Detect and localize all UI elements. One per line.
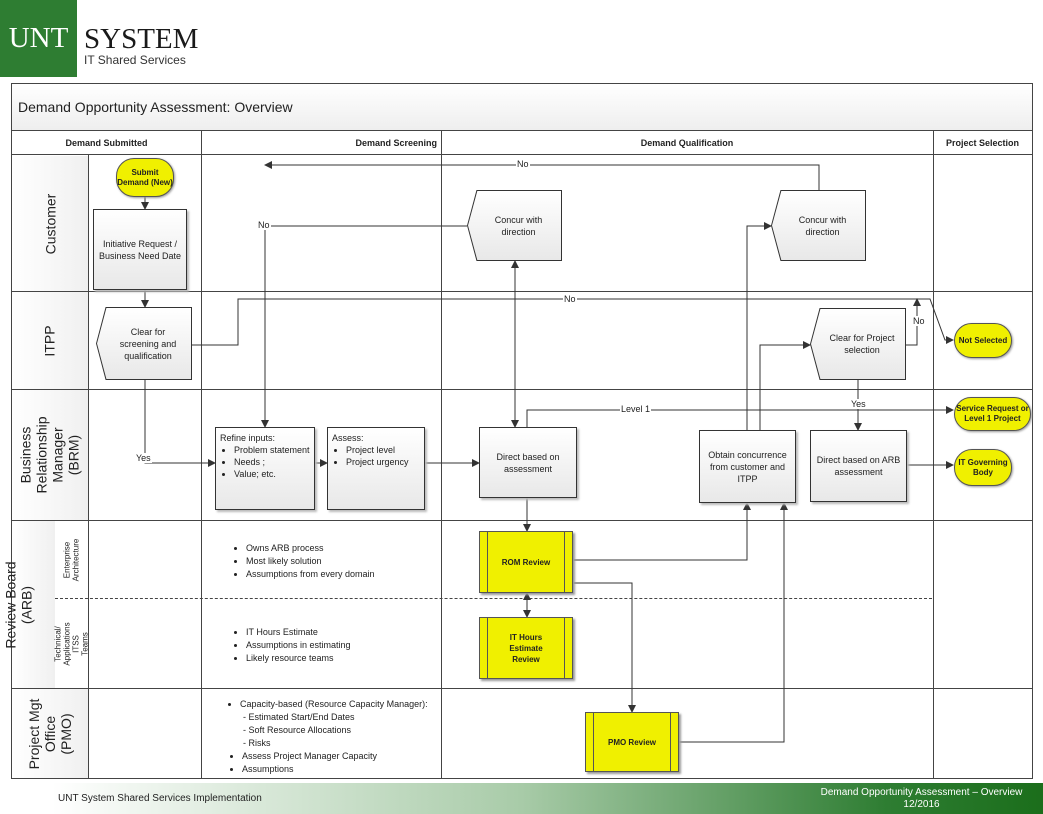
concur-direction-shape-2: Concur with direction [771,190,866,261]
connector [573,502,751,561]
rom-review-text: ROM Review [501,557,551,567]
lane-pmo: Project Mgt Office (PMO) [12,689,88,778]
assess-box: Assess: Project levelProject urgency [327,427,425,510]
divider [12,291,1032,292]
logo-subtitle: IT Shared Services [84,53,186,67]
service-request-terminal: Service Request or Level 1 Project [954,397,1031,431]
connector [261,225,467,428]
note-item: Likely resource teams [246,652,351,665]
direct-arb-box: Direct based on ARB assessment [810,430,907,502]
connector [526,406,954,427]
dashed-divider [55,598,932,599]
label-yes: Yes [850,399,867,409]
label-no: No [912,316,926,326]
divider [12,389,1032,390]
footer-left-text: UNT System Shared Services Implementatio… [58,793,262,804]
note-subitem: - Risks [243,738,271,748]
label-no: No [516,159,530,169]
divider [12,520,1032,521]
connector [144,380,216,467]
pmo-review-text: PMO Review [607,737,656,747]
rom-review-process: ROM Review [479,531,573,593]
refine-item: Needs ; [234,456,310,468]
note-item: Owns ARB process [246,542,375,555]
lane-customer: Customer [12,156,88,291]
it-hours-text: IT Hours Estimate Review [509,632,543,664]
note-item: Assumptions from every domain [246,568,375,581]
label-no: No [257,220,271,230]
logo-mark: UNT [0,0,77,77]
itss-notes: IT Hours EstimateAssumptions in estimati… [232,626,351,665]
phase-demand-screening: Demand Screening [201,131,441,155]
clear-project-text: Clear for Project selection [811,309,905,379]
lane-itpp: ITPP [12,292,88,389]
assess-item: Project urgency [346,456,420,468]
pmo-review-process: PMO Review [585,712,679,772]
note-item: Capacity-based (Resource Capacity Manage… [240,698,428,711]
initiative-request-box: Initiative Request / Business Need Date [93,209,187,290]
diagram-title: Demand Opportunity Assessment: Overview [12,84,1032,131]
note-item: Assumptions in estimating [246,639,351,652]
footer-right: Demand Opportunity Assessment – Overview… [800,787,1043,811]
pmo-notes: Capacity-based (Resource Capacity Manage… [226,698,428,776]
divider [441,131,442,778]
lane-arb: Architecture Review Board (ARB) [0,521,55,688]
divider [88,155,89,778]
direct-assessment-box: Direct based on assessment [479,427,577,498]
refine-title: Refine inputs: [220,433,276,443]
connector [573,582,636,713]
label-yes: Yes [135,453,152,463]
phase-project-selection: Project Selection [933,131,1032,155]
label-no: No [563,294,577,304]
divider [12,688,1032,689]
footer-bar [0,783,1043,814]
connector [679,502,788,743]
assess-title: Assess: [332,433,364,443]
phase-demand-submitted: Demand Submitted [12,131,201,155]
footer-date: 12/2016 [903,799,940,810]
connector [746,222,772,430]
lane-brm: Business Relationship Manager (BRM) [12,390,88,520]
note-item: Most likely solution [246,555,375,568]
note-item: Assess Project Manager Capacity [242,750,428,763]
assess-item: Project level [346,444,420,456]
logo-name: SYSTEM [84,23,199,55]
footer-title: Demand Opportunity Assessment – Overview [820,787,1023,798]
clear-screening-text: Clear for screening and qualification [97,308,191,379]
submit-demand-terminal: Submit Demand (New) [116,158,174,197]
obtain-concurrence-box: Obtain concurrence from customer and ITP… [699,430,796,503]
refine-item: Value; etc. [234,468,310,480]
refine-item: Problem statement [234,444,310,456]
ea-notes: Owns ARB processMost likely solutionAssu… [232,542,375,581]
note-subitem: - Soft Resource Allocations [243,725,352,735]
phase-demand-qualification: Demand Qualification [441,131,933,155]
connector [264,161,820,190]
concur-text: Concur with direction [772,191,865,260]
note-item: Assumptions [242,763,428,776]
concur-text: Concur with direction [468,191,561,260]
divider [201,131,202,778]
note-subitem: - Estimated Start/End Dates [243,712,355,722]
diagram-frame [11,83,1033,779]
not-selected-terminal: Not Selected [954,323,1012,358]
note-item: IT Hours Estimate [246,626,351,639]
clear-project-shape: Clear for Project selection [810,308,906,380]
connector [759,341,811,430]
divider [933,131,934,778]
it-governing-body-terminal: IT Governing Body [954,449,1012,486]
connector [192,298,954,346]
concur-direction-shape: Concur with direction [467,190,562,261]
refine-inputs-box: Refine inputs: Problem statementNeeds ;V… [215,427,315,510]
connector [906,298,921,346]
label-level-1: Level 1 [620,404,652,414]
clear-screening-shape: Clear for screening and qualification [96,307,192,380]
it-hours-review-process: IT Hours Estimate Review [479,617,573,679]
